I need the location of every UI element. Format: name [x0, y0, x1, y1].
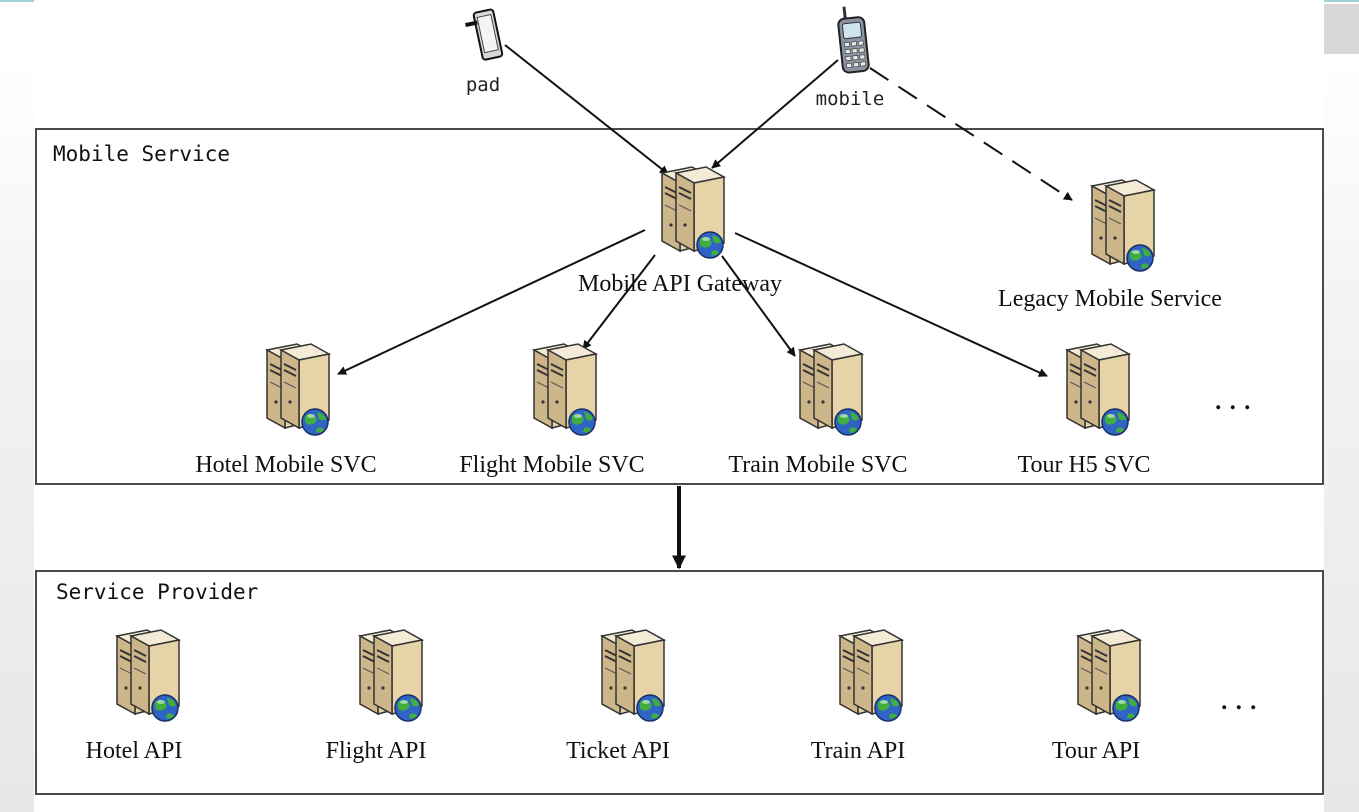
tablet-icon — [465, 8, 504, 61]
globe-icon — [874, 694, 902, 722]
globe-icon — [394, 694, 422, 722]
arrow-pad-to-gateway — [504, 44, 669, 175]
arrow-gateway-to-tour — [734, 232, 1048, 377]
globe-icon — [834, 408, 862, 436]
server-icon-hotel-api — [114, 629, 182, 722]
globe-icon — [1101, 408, 1129, 436]
arrow-mobile-to-legacy — [869, 67, 1073, 201]
api-label-tour: Tour API — [1051, 738, 1141, 764]
svc-label-hotel: Hotel Mobile SVC — [195, 452, 377, 478]
api-label-hotel: Hotel API — [85, 738, 183, 764]
globe-icon — [151, 694, 179, 722]
arrow-gateway-to-train — [721, 255, 796, 357]
server-icon-ticket-api — [599, 629, 667, 722]
scrollbar-thumb[interactable] — [1324, 4, 1359, 54]
server-icon-tour-svc — [1064, 343, 1132, 436]
globe-icon — [301, 408, 329, 436]
server-icon-tour-api — [1075, 629, 1143, 722]
mobile-service-title: Mobile Service — [53, 142, 231, 166]
globe-icon — [568, 408, 596, 436]
legacy-service-label: Legacy Mobile Service — [998, 286, 1222, 312]
arrow-gateway-to-hotel — [337, 229, 646, 375]
mobile-phone-icon — [837, 6, 870, 74]
arrow-gateway-to-flight — [582, 254, 656, 350]
mobile-label: mobile — [815, 88, 885, 110]
api-label-train: Train API — [810, 738, 906, 764]
svc-label-flight: Flight Mobile SVC — [459, 452, 645, 478]
pad-label: pad — [465, 74, 501, 96]
more-apis-ellipsis: ... — [1220, 680, 1264, 717]
svc-label-train: Train Mobile SVC — [728, 452, 908, 478]
svc-label-tour: Tour H5 SVC — [1017, 452, 1151, 478]
server-icon-legacy — [1089, 179, 1157, 272]
globe-icon — [1112, 694, 1140, 722]
service-provider-title: Service Provider — [56, 580, 259, 604]
arrow-mobile-to-gateway — [711, 59, 839, 169]
globe-icon — [1126, 244, 1154, 272]
server-icon-hotel-svc — [264, 343, 332, 436]
more-services-ellipsis: ... — [1214, 380, 1258, 417]
globe-icon — [636, 694, 664, 722]
server-icon-train-svc — [797, 343, 865, 436]
api-label-ticket: Ticket API — [566, 738, 670, 764]
server-icon-gateway — [659, 166, 727, 259]
server-icon-train-api — [837, 629, 905, 722]
api-label-flight: Flight API — [325, 738, 427, 764]
server-icon-flight-api — [357, 629, 425, 722]
gateway-label: Mobile API Gateway — [578, 271, 782, 297]
server-icon-flight-svc — [531, 343, 599, 436]
globe-icon — [696, 231, 724, 259]
